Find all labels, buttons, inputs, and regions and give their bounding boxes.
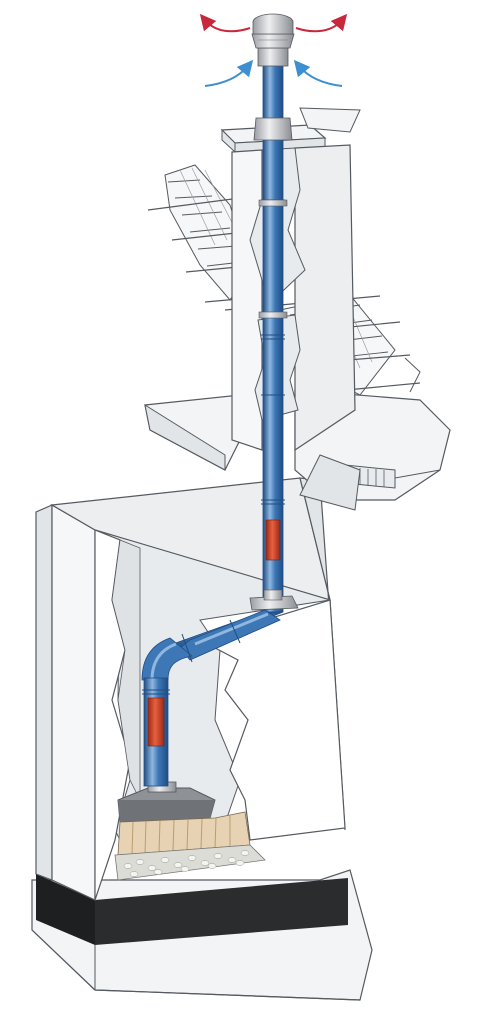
airflow-arrows bbox=[199, 13, 348, 87]
heat-zone-upper bbox=[265, 519, 281, 561]
fireplace-hood bbox=[117, 781, 216, 823]
firebox-back-panel bbox=[117, 811, 251, 856]
hearth-base bbox=[36, 874, 348, 945]
arrow-intake-left-icon bbox=[204, 59, 254, 87]
hearth-stones bbox=[114, 844, 266, 881]
arrow-intake-right-icon bbox=[293, 59, 343, 87]
chimney-rain-cap bbox=[251, 13, 295, 67]
ceiling-support-plate bbox=[249, 589, 299, 611]
heat-zone-lower bbox=[147, 697, 165, 747]
chimney-stack bbox=[220, 107, 361, 452]
arrow-exhaust-left-icon bbox=[199, 13, 251, 33]
arrow-exhaust-right-icon bbox=[295, 13, 348, 33]
flue-pipe-offset bbox=[141, 609, 284, 681]
